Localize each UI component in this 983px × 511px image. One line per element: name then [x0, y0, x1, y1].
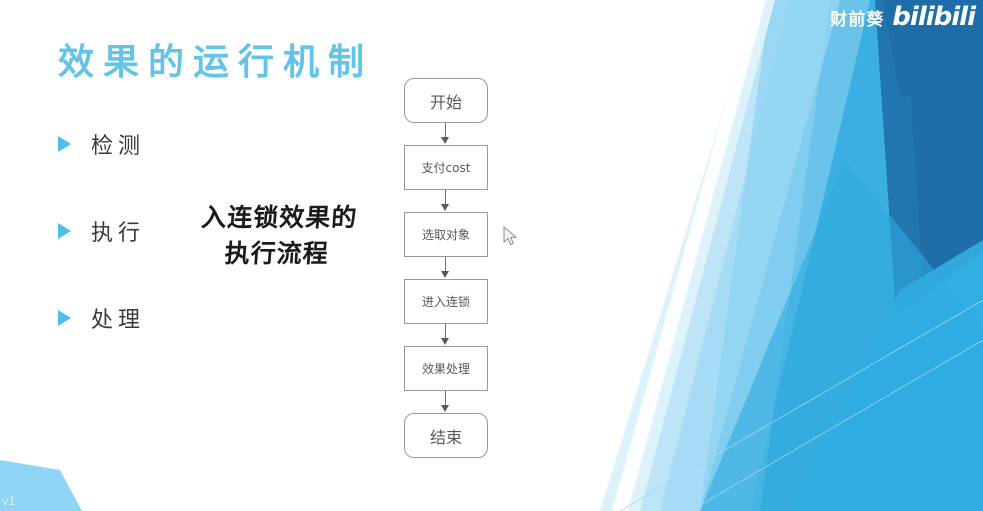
triangle-bullet-icon — [58, 136, 71, 152]
deco-poly-mid-2 — [700, 160, 983, 511]
triangle-bullet-icon — [58, 223, 71, 239]
flow-node-effect-resolve: 效果处理 — [404, 346, 488, 391]
deco-hairline — [619, 299, 983, 511]
deco-poly-white-sliver — [612, 0, 766, 511]
list-item: 执行 — [58, 209, 145, 253]
bullet-list: 检测 执行 处理 — [58, 122, 145, 383]
flow-connector — [404, 190, 488, 212]
deco-poly-sky-1 — [700, 0, 983, 511]
corner-watermark-text: v1 — [2, 493, 16, 508]
deco-hairline-3 — [689, 339, 983, 511]
deco-poly-mid-1 — [760, 0, 983, 511]
flow-connector — [404, 324, 488, 346]
deco-poly-light-2 — [660, 0, 870, 511]
flow-node-end: 结束 — [404, 413, 488, 458]
deco-poly-light-1 — [620, 0, 840, 511]
annotation-line-2: 执行流程 — [223, 239, 330, 269]
list-item: 检测 — [58, 122, 145, 166]
flow-node-pay-cost: 支付cost — [404, 145, 488, 190]
arrow-head-icon — [441, 405, 449, 412]
flow-node-select-target: 选取对象 — [404, 212, 488, 257]
list-item: 处理 — [58, 296, 145, 340]
bullet-label: 执行 — [91, 221, 146, 246]
flow-node-enter-chain: 进入连锁 — [404, 279, 488, 324]
bullet-label: 检测 — [91, 134, 146, 159]
deco-poly-verylight-1 — [600, 0, 775, 511]
bullet-label: 处理 — [91, 308, 146, 333]
deco-poly-deep-1 — [875, 0, 983, 430]
watermark: 财前葵 bilibili — [830, 2, 976, 32]
flow-node-start: 开始 — [404, 78, 488, 123]
flowchart: 开始 支付cost 选取对象 进入连锁 效果处理 结束 — [404, 78, 488, 458]
mouse-cursor-icon — [503, 226, 518, 246]
flow-connector — [404, 391, 488, 413]
deco-poly-sky-2 — [790, 240, 983, 511]
arrow-head-icon — [441, 137, 449, 144]
annotation-line-1: 入连锁效果的 — [200, 203, 359, 232]
deco-poly-deep-2 — [905, 0, 983, 511]
flow-connector — [404, 257, 488, 279]
bilibili-logo-icon: bilibili — [892, 2, 976, 32]
flow-connector — [404, 123, 488, 145]
deco-poly-bright-1 — [810, 250, 983, 511]
triangle-bullet-icon — [58, 310, 71, 326]
arrow-head-icon — [441, 338, 449, 345]
page-title: 效果的运行机制 — [58, 42, 374, 83]
arrow-head-icon — [441, 271, 449, 278]
handwritten-annotation: 入连锁效果的 执行流程 — [175, 200, 380, 273]
watermark-username: 财前葵 — [830, 9, 885, 29]
arrow-head-icon — [441, 204, 449, 211]
